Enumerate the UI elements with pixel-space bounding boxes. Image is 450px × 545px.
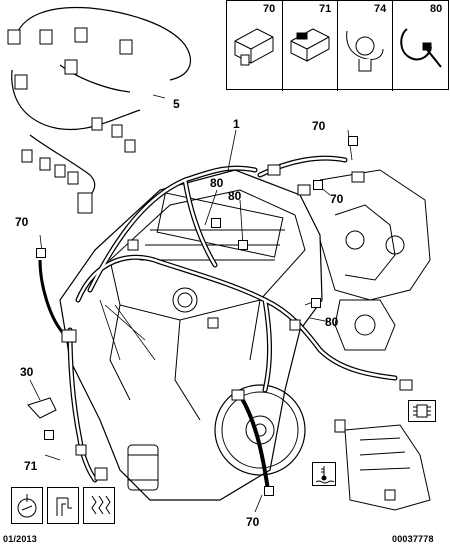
callout-80: 80 — [210, 176, 224, 190]
callout-box — [311, 298, 321, 308]
callout-70: 70 — [330, 192, 344, 206]
coolant-temperature-icon — [315, 466, 335, 484]
fuel-pump-icon — [56, 497, 72, 516]
callout-box — [211, 218, 221, 228]
legend-num-71: 71 — [319, 3, 332, 15]
ecu-symbol — [408, 400, 436, 422]
callout-70: 70 — [15, 215, 29, 229]
ecu-chip-icon — [413, 404, 431, 418]
callout-1: 1 — [233, 117, 240, 131]
callout-box — [238, 240, 248, 250]
callout-5: 5 — [173, 97, 180, 111]
heater-icon — [91, 495, 111, 515]
callout-70: 70 — [312, 119, 326, 133]
callout-70: 70 — [246, 515, 260, 529]
legend-divider — [337, 1, 338, 91]
callout-box — [348, 136, 358, 146]
coolant-temp-symbol — [312, 462, 336, 486]
fuel-pump-symbol — [47, 487, 79, 524]
harness-clip-icon — [234, 28, 274, 66]
parts-legend: 70 71 74 80 — [226, 0, 449, 91]
fastener-clip-icon — [346, 30, 384, 72]
callout-box — [44, 430, 54, 440]
callout-71: 71 — [24, 459, 38, 473]
cable-tie-icon — [400, 28, 442, 68]
callout-box — [264, 486, 274, 496]
legend-divider — [282, 1, 283, 91]
legend-parts-art — [234, 28, 442, 72]
footer-date: 01/2013 — [3, 534, 37, 544]
pressure-sensor-symbol — [11, 487, 43, 524]
connector-clip-icon — [290, 28, 330, 62]
footer-reference: 00037778 — [392, 534, 434, 544]
callout-80: 80 — [228, 189, 242, 203]
callout-30: 30 — [20, 365, 34, 379]
heater-symbol — [83, 487, 115, 524]
callout-box — [313, 180, 323, 190]
callout-80: 80 — [325, 315, 339, 329]
legend-num-74: 74 — [374, 3, 387, 15]
callout-box — [36, 248, 46, 258]
legend-num-70: 70 — [263, 3, 276, 15]
pressure-sensor-icon — [17, 494, 37, 518]
legend-num-80: 80 — [430, 3, 443, 15]
legend-divider — [392, 1, 393, 91]
